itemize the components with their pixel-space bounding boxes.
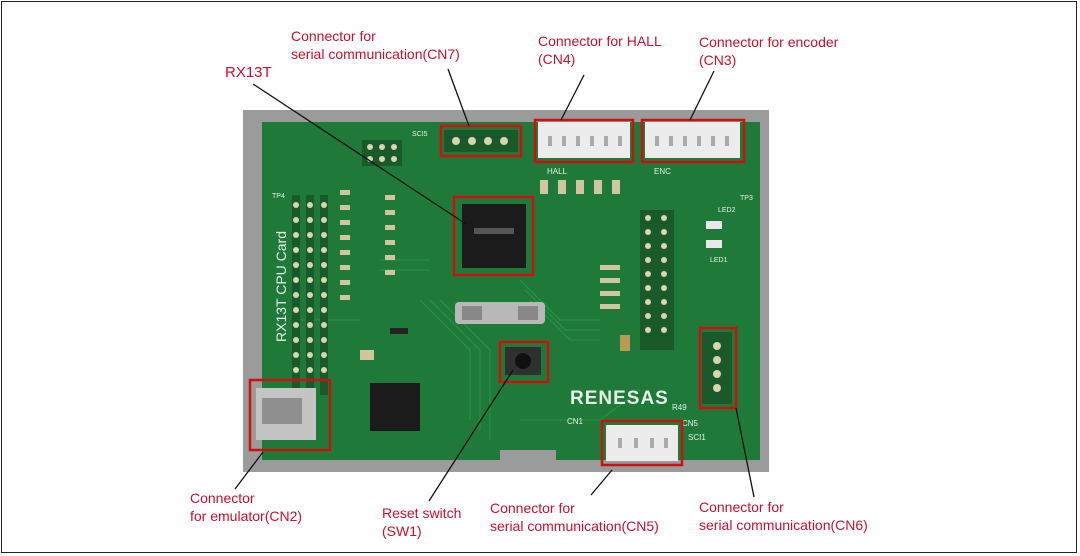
label-cn6: Connector for serial communication(CN6) (699, 499, 868, 533)
highlight-cn6 (698, 326, 738, 410)
leader-cn6 (735, 407, 755, 498)
leader-cn7 (447, 68, 470, 127)
silk-enc: ENC (654, 167, 671, 176)
highlight-cn2 (248, 378, 332, 452)
right-pin-headers (640, 210, 674, 350)
leader-cn4 (560, 74, 585, 121)
passive-components (340, 180, 630, 360)
label-cn4: Connector for HALL (CN4) (538, 33, 662, 67)
encoder-connector (645, 122, 740, 158)
highlight-sw1 (498, 340, 550, 384)
silk-sci1: SCI1 (688, 433, 706, 442)
label-cn3: Connector for encoder (CN3) (699, 34, 839, 68)
cn7-header (444, 130, 518, 152)
highlight-cn5 (600, 419, 684, 467)
label-cn2: Connector for emulator(CN2) (190, 490, 303, 524)
cn6-pins (713, 342, 721, 392)
leader-cn5 (590, 469, 613, 496)
silk-led1: LED1 (710, 257, 728, 264)
led2 (706, 221, 722, 229)
small-header (362, 140, 402, 166)
left-pin-dots (293, 202, 327, 373)
leader-sw1 (428, 369, 514, 502)
crystal-pad-right (518, 306, 538, 320)
usb-port (262, 398, 302, 424)
connector-pins (548, 136, 729, 448)
reset-switch-button (515, 353, 531, 369)
label-rx13t: RX13T (225, 64, 272, 81)
highlight-cn4 (533, 118, 635, 164)
label-sw1: Reset switch (SW1) (382, 505, 462, 539)
mcu-chip (462, 204, 526, 268)
hall-connector (538, 122, 630, 158)
silk-cpu-card: RX13T CPU Card (273, 231, 289, 342)
silk-tp4: TP4 (272, 193, 285, 200)
cn7-pins (452, 137, 508, 145)
label-cn5: Connector for serial communication(CN5) (490, 500, 659, 534)
mcu-marking (474, 228, 514, 234)
leader-cn2 (234, 451, 264, 490)
led1 (706, 240, 722, 248)
silk-led2: LED2 (718, 207, 736, 214)
highlight-cn7 (439, 124, 523, 158)
silk-tp3: TP3 (740, 195, 753, 202)
pcb-board (262, 122, 760, 460)
highlight-rx13t (452, 195, 535, 277)
silk-r49: R49 (672, 403, 687, 412)
silk-cn1: CN1 (567, 417, 584, 426)
leader-rx13t (252, 83, 467, 225)
leader-cn3 (689, 70, 715, 121)
highlight-cn3 (640, 118, 746, 164)
usb-chip (370, 383, 420, 431)
silk-hall: HALL (547, 167, 568, 176)
label-cn7: Connector for serial communication(CN7) (291, 28, 460, 62)
crystal-pad-left (462, 306, 482, 320)
silk-sci5: SCI5 (412, 131, 428, 138)
silk-cn5: CN5 (682, 419, 699, 428)
silk-brand: RENESAS (570, 388, 669, 409)
